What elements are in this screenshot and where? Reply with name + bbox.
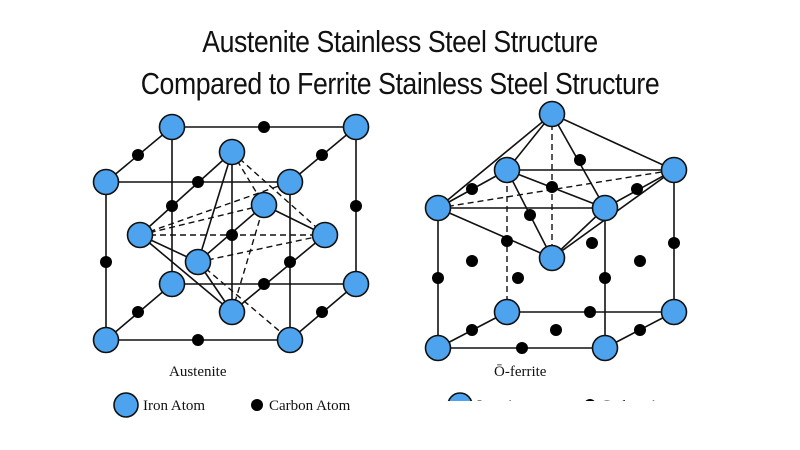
carbon-atom-legend-label: Carbon Atom [601, 398, 683, 414]
ferrite-legend: Iron Atom Carbon Atom [447, 392, 683, 414]
austenite-caption: Austenite [169, 364, 227, 380]
iron-atom-legend-label: Iron Atom [477, 398, 539, 414]
ferrite-carbon-atoms [432, 154, 680, 354]
ferrite-dashed-bonds [437, 114, 675, 312]
ferrite-structure [437, 113, 675, 349]
iron-atom-legend-label: Iron Atom [143, 398, 205, 414]
iron-atom-legend-icon [447, 392, 473, 401]
austenite-iron-atoms [92, 113, 370, 354]
austenite-carbon-atoms [100, 121, 362, 346]
ferrite-caption: Ō-ferrite [494, 364, 547, 380]
title-line-2: Compared to Ferrite Stainless Steel Stru… [140, 66, 660, 101]
iron-atom-legend-icon [113, 392, 139, 418]
carbon-atom-legend-icon [251, 399, 263, 411]
austenite-legend: Iron Atom Carbon Atom [113, 392, 351, 418]
title-line-1: Austenite Stainless Steel Structure [202, 24, 598, 59]
carbon-atom-legend-icon [585, 399, 595, 401]
ferrite-iron-atoms [424, 100, 688, 362]
carbon-atom-legend-label: Carbon Atom [269, 398, 351, 414]
